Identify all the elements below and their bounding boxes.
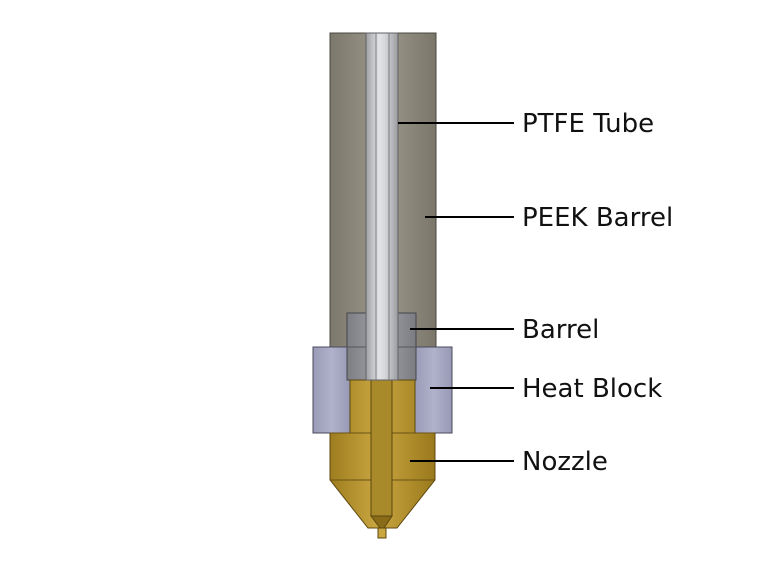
ptfe-tube-label: PTFE Tube bbox=[522, 109, 654, 139]
nozzle-label: Nozzle bbox=[522, 447, 608, 477]
nozzle-tip bbox=[377, 527, 387, 539]
heat-block-label: Heat Block bbox=[522, 374, 662, 404]
nozzle-bore bbox=[370, 379, 393, 517]
ptfe-tube bbox=[365, 32, 399, 381]
peek-barrel-label: PEEK Barrel bbox=[522, 203, 673, 233]
heat-block-left bbox=[312, 346, 351, 434]
heat-block-right bbox=[414, 346, 453, 434]
barrel-label: Barrel bbox=[522, 315, 599, 345]
